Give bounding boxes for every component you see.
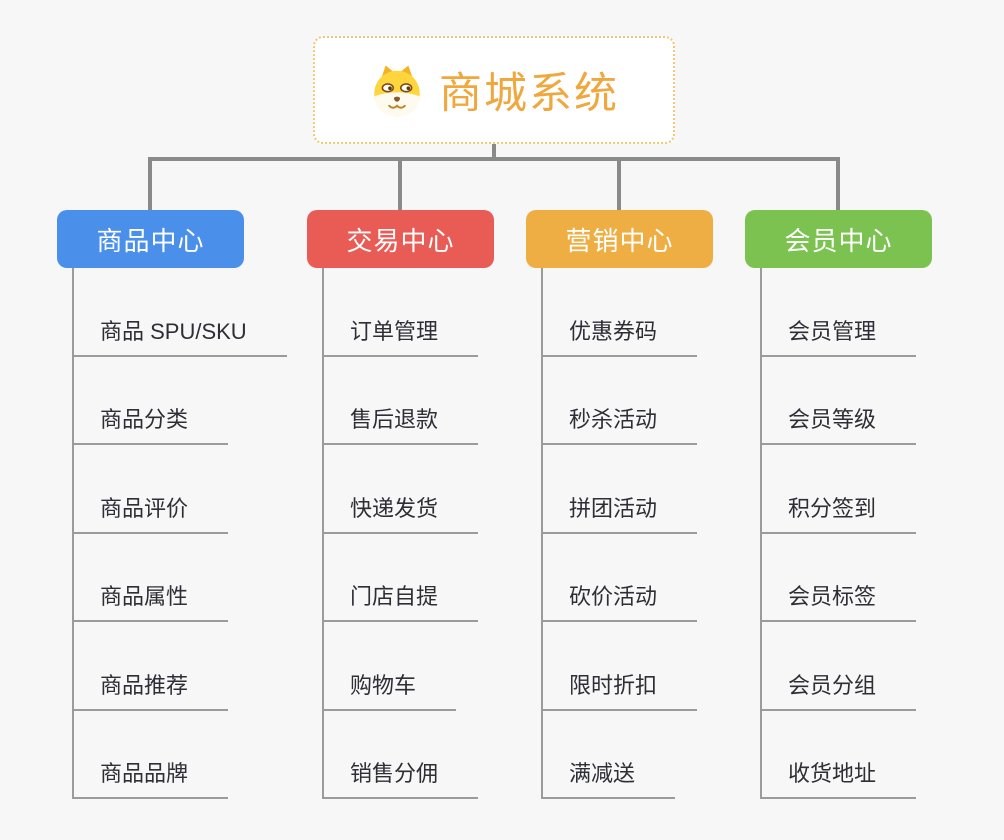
leaf-label: 购物车 — [322, 668, 457, 711]
connector-bus — [148, 157, 840, 161]
leaf-label: 积分签到 — [760, 491, 917, 534]
leaf-list-products: 商品 SPU/SKU 商品分类 商品评价 商品属性 商品推荐 商品品牌 — [72, 268, 287, 799]
leaf-label: 门店自提 — [322, 579, 479, 622]
leaf-label: 商品推荐 — [72, 668, 229, 711]
leaf-label: 拼团活动 — [541, 491, 698, 534]
connector-drop-4 — [836, 157, 840, 210]
leaf-label: 限时折扣 — [541, 668, 698, 711]
branch-node-members[interactable]: 会员中心 — [745, 210, 932, 268]
leaf-item[interactable]: 积分签到 — [760, 445, 970, 534]
leaf-label: 秒杀活动 — [541, 402, 698, 445]
leaf-label: 满减送 — [541, 756, 676, 799]
leaf-item[interactable]: 商品分类 — [72, 357, 282, 445]
dog-face-icon — [374, 65, 420, 117]
leaf-item[interactable]: 满减送 — [541, 711, 751, 799]
leaf-item[interactable]: 砍价活动 — [541, 534, 751, 622]
leaf-item[interactable]: 会员等级 — [760, 357, 970, 445]
leaf-item[interactable]: 快递发货 — [322, 445, 532, 534]
leaf-item[interactable]: 售后退款 — [322, 357, 532, 445]
leaf-label: 会员等级 — [760, 402, 917, 445]
leaf-label: 商品属性 — [72, 579, 229, 622]
connector-root-drop — [492, 144, 496, 158]
leaf-label: 收货地址 — [760, 756, 917, 799]
leaf-label: 售后退款 — [322, 402, 479, 445]
leaf-label: 商品品牌 — [72, 756, 229, 799]
leaf-label: 优惠券码 — [541, 314, 698, 357]
leaf-label: 商品评价 — [72, 491, 229, 534]
leaf-item[interactable]: 秒杀活动 — [541, 357, 751, 445]
leaf-item[interactable]: 限时折扣 — [541, 622, 751, 711]
leaf-label: 快递发货 — [322, 491, 479, 534]
leaf-item[interactable]: 销售分佣 — [322, 711, 532, 799]
leaf-item[interactable]: 门店自提 — [322, 534, 532, 622]
leaf-item[interactable]: 商品品牌 — [72, 711, 282, 799]
leaf-item[interactable]: 会员分组 — [760, 622, 970, 711]
leaf-label: 商品 SPU/SKU — [72, 314, 287, 357]
leaf-item[interactable]: 商品属性 — [72, 534, 282, 622]
connector-drop-2 — [398, 157, 402, 210]
branch-node-marketing[interactable]: 营销中心 — [526, 210, 713, 268]
leaf-label: 会员分组 — [760, 668, 917, 711]
leaf-item[interactable]: 订单管理 — [322, 268, 532, 357]
leaf-list-marketing: 优惠券码 秒杀活动 拼团活动 砍价活动 限时折扣 满减送 — [541, 268, 751, 799]
leaf-item[interactable]: 购物车 — [322, 622, 532, 711]
leaf-item[interactable]: 收货地址 — [760, 711, 970, 799]
connector-drop-3 — [617, 157, 621, 210]
connector-drop-1 — [148, 157, 152, 210]
leaf-label: 会员标签 — [760, 579, 917, 622]
leaf-label: 砍价活动 — [541, 579, 698, 622]
leaf-label: 商品分类 — [72, 402, 229, 445]
leaf-item[interactable]: 会员标签 — [760, 534, 970, 622]
root-title: 商城系统 — [439, 70, 619, 118]
leaf-item[interactable]: 商品 SPU/SKU — [72, 268, 287, 357]
leaf-item[interactable]: 商品评价 — [72, 445, 282, 534]
leaf-list-members: 会员管理 会员等级 积分签到 会员标签 会员分组 收货地址 — [760, 268, 970, 799]
leaf-item[interactable]: 拼团活动 — [541, 445, 751, 534]
leaf-label: 会员管理 — [760, 314, 917, 357]
leaf-list-trade: 订单管理 售后退款 快递发货 门店自提 购物车 销售分佣 — [322, 268, 532, 799]
branch-node-products[interactable]: 商品中心 — [57, 210, 244, 268]
leaf-item[interactable]: 优惠券码 — [541, 268, 751, 357]
leaf-item[interactable]: 会员管理 — [760, 268, 970, 357]
leaf-item[interactable]: 商品推荐 — [72, 622, 282, 711]
branch-node-trade[interactable]: 交易中心 — [307, 210, 494, 268]
leaf-label: 订单管理 — [322, 314, 479, 357]
leaf-label: 销售分佣 — [322, 756, 479, 799]
root-node[interactable]: 商城系统 — [313, 36, 675, 144]
